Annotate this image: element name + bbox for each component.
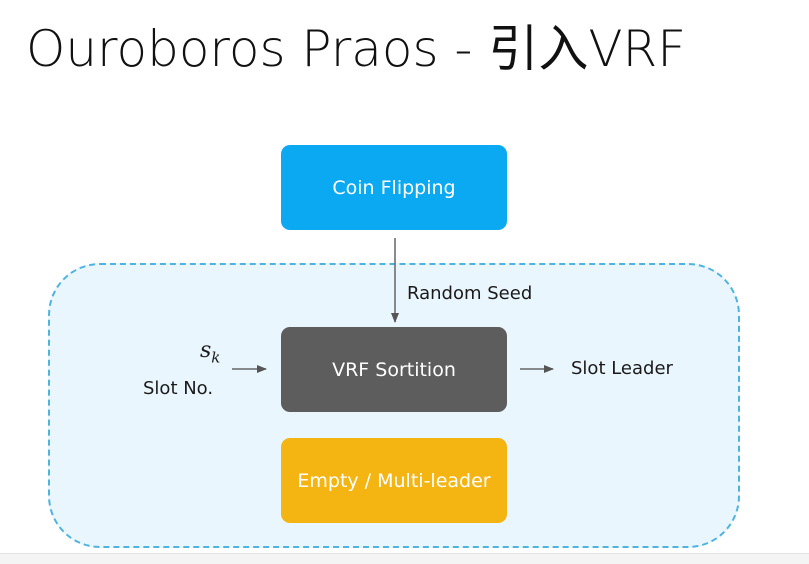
bottom-bar	[0, 553, 809, 564]
random-seed-label: Random Seed	[407, 283, 533, 304]
coin-flipping-node: Coin Flipping	[281, 145, 507, 230]
secret-key-label: sk	[200, 338, 220, 366]
slot-no-label: Slot No.	[143, 378, 214, 399]
empty-multi-leader-node: Empty / Multi-leader	[281, 438, 507, 523]
slot-leader-label: Slot Leader	[571, 358, 673, 379]
page-title: Ouroboros Praos - 引入VRF	[26, 20, 687, 78]
secret-key-base: s	[200, 338, 212, 363]
secret-key-subscript: k	[211, 348, 221, 367]
vrf-sortition-node: VRF Sortition	[281, 327, 507, 412]
